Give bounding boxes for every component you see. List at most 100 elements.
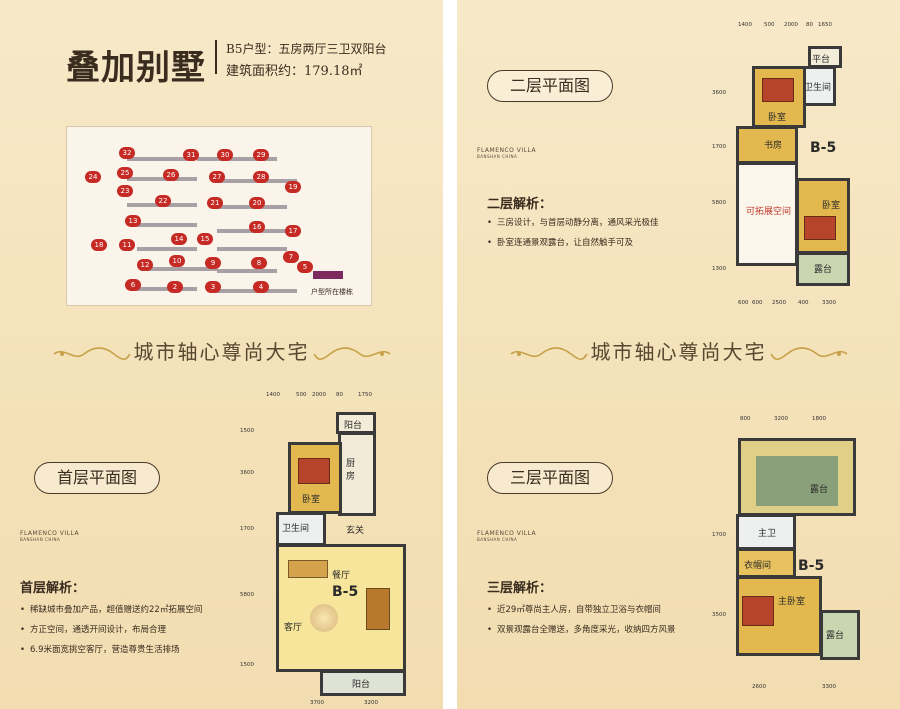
room-label: 卫生间 [804,83,832,93]
room-label: 餐厅 [332,571,351,581]
area-subtitle: 建筑面积约：179.18㎡ [226,64,363,79]
brand-small-text: BANSHAN CHINA [477,154,518,159]
room-label: 露台 [814,265,833,275]
third-floor-analysis-title: 三层解析： [487,581,553,596]
dim-label: 3600 [240,470,254,476]
site-building-row [217,247,287,251]
site-building-marker: 9 [205,257,221,269]
site-building-marker: 26 [163,169,179,181]
room-label: 书房 [764,141,783,151]
site-building-marker: 4 [253,281,269,293]
first-floor-bullet: 方正空间，通透开间设计，布局合理 [20,623,166,635]
brand-label: FLAMENCO VILLA BANSHAN CHINA [477,530,536,542]
site-building-row [127,157,187,161]
room-label: 卫生间 [282,524,310,534]
sofa-icon [366,588,390,630]
site-building-marker: 12 [137,259,153,271]
first-floor-bullet: 6.9米面宽挑空客厅，营造尊贵生活排场 [20,643,180,655]
room-label: 阳台 [352,680,371,690]
dim-label: 800 [740,416,751,422]
site-building-marker: 17 [285,225,301,237]
dim-label: 1800 [812,416,826,422]
dim-label: 1500 [240,428,254,434]
unit-code: B-5 [798,558,825,574]
third-floor-pill: 三层平面图 [487,462,613,494]
dim-label: 80 [336,392,343,398]
site-building-row [137,247,197,251]
room-label: 卧室 [768,113,787,123]
site-building-row [197,157,277,161]
rug-icon [310,604,338,632]
dim-label: 5800 [712,200,726,206]
dim-label: 5800 [240,592,254,598]
site-building-marker: 29 [253,149,269,161]
brand-label: FLAMENCO VILLA BANSHAN CHINA [20,530,79,542]
room-label: 阳台 [344,421,363,431]
left-page: 叠加别墅 B5户型：五房两厅三卫双阳台 建筑面积约：179.18㎡ 户型所在楼栋… [0,0,443,709]
dim-label: 500 [296,392,307,398]
bed-icon [298,458,330,484]
dim-label: 80 [806,22,813,28]
room-label: 客厅 [284,623,303,633]
unit-type-subtitle: B5户型：五房两厅三卫双阳台 [226,42,387,56]
dim-label: 2500 [772,300,786,306]
room-closet [736,548,796,578]
dim-label: 3200 [364,700,378,706]
left-ornament-icon [510,347,588,361]
dim-label: 1500 [240,662,254,668]
unit-code: B-5 [332,584,359,600]
dim-label: 1750 [358,392,372,398]
site-building-marker: 10 [169,255,185,267]
dim-label: 2000 [784,22,798,28]
brand-label: FLAMENCO VILLA BANSHAN CHINA [477,147,536,159]
dim-label: 1700 [712,144,726,150]
dining-table-icon [288,560,328,578]
site-building-marker: 11 [119,239,135,251]
dim-label: 1700 [712,532,726,538]
room-terrace [796,252,850,286]
second-floor-plan: 1400 500 2000 80 1650 3600 1700 5800 130… [712,22,900,312]
first-floor-analysis-title: 首层解析： [20,581,86,596]
room-kitchen [338,432,376,516]
site-building-marker: 7 [283,251,299,263]
dim-label: 1400 [266,392,280,398]
brand-text: FLAMENCO VILLA [477,530,537,537]
brand-text: FLAMENCO VILLA [477,147,537,154]
site-building-marker: 23 [117,185,133,197]
room-label: 衣帽间 [744,561,772,571]
site-building-marker: 14 [171,233,187,245]
dim-label: 3300 [822,684,836,690]
bed-icon [804,216,836,240]
dim-label: 500 [764,22,775,28]
room-label: 主卧室 [778,597,806,607]
third-floor-plan: 800 3200 1800 1700 3500 2600 3300 露台 主卫 … [712,412,900,704]
room-expandable [736,162,798,266]
site-building-marker: 18 [91,239,107,251]
room-label: 可拓展空间 [746,207,792,217]
room-bathroom [802,66,836,106]
site-building-marker: 21 [207,197,223,209]
room-label: 玄关 [346,526,365,536]
dim-label: 3200 [774,416,788,422]
second-floor-bullet: 三房设计，与首层动静分离，通风采光极佳 [487,216,659,228]
dim-label: 1700 [240,526,254,532]
dim-label: 2600 [752,684,766,690]
site-building-marker: 3 [205,281,221,293]
third-floor-bullet: 近29㎡尊尚主人房，自带独立卫浴与衣帽间 [487,603,661,615]
site-building-marker: 20 [249,197,265,209]
site-building-marker: 32 [119,147,135,159]
dim-label: 3500 [712,612,726,618]
site-building-marker: 27 [209,171,225,183]
dim-label: 3300 [822,300,836,306]
room-study [736,126,798,164]
room-label: 卧室 [302,495,321,505]
brand-small-text: BANSHAN CHINA [20,537,61,542]
bed-icon [762,78,794,102]
dim-label: 3600 [712,90,726,96]
left-banner: 城市轴心尊尚大宅 [0,334,443,370]
site-building-marker: 24 [85,171,101,183]
site-building-row [127,177,197,181]
left-banner-text: 城市轴心尊尚大宅 [133,340,310,364]
unit-code: B-5 [810,140,837,156]
